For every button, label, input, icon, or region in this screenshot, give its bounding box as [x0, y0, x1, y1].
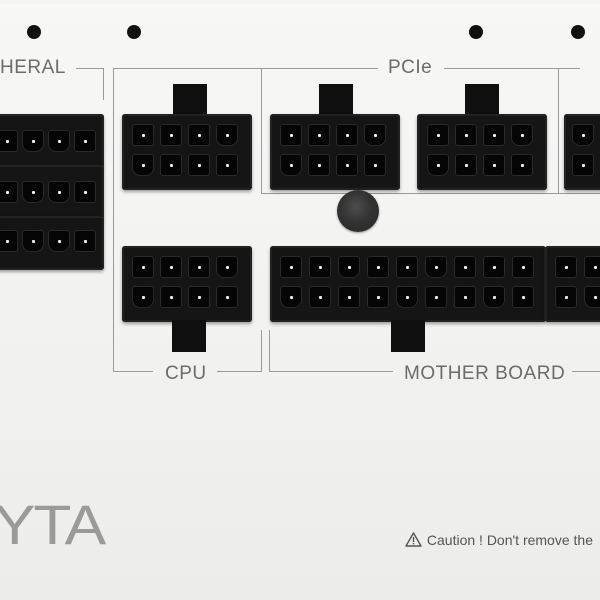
pcie-label: PCIe — [388, 57, 433, 78]
connector-latch — [391, 320, 425, 352]
motherboard-connector-extension — [545, 246, 600, 322]
mounting-hole — [469, 25, 483, 39]
cpu-label: CPU — [165, 363, 207, 384]
cpu-connector-bottom — [122, 246, 252, 322]
guide-line — [113, 68, 114, 371]
guide-line — [558, 68, 559, 193]
motherboard-connector — [270, 246, 546, 322]
peripheral-label: HERAL — [0, 57, 66, 78]
connector-latch — [465, 84, 499, 116]
pcie-connector — [417, 114, 547, 190]
peripheral-connector — [0, 165, 104, 219]
guide-line — [217, 371, 262, 372]
connector-latch — [172, 320, 206, 352]
caution-notice: Caution ! Don't remove the — [405, 532, 593, 550]
brand-logo: YTA — [0, 494, 109, 554]
guide-line — [269, 371, 393, 372]
caution-text: Caution ! Don't remove the — [426, 532, 593, 548]
guide-line — [269, 330, 270, 371]
brand-logo-text: YTA — [0, 494, 107, 554]
cpu-connector-top — [122, 114, 252, 190]
guide-line — [113, 371, 153, 372]
peripheral-connector — [0, 114, 104, 168]
guide-line — [444, 68, 580, 69]
guide-line — [113, 68, 378, 69]
pcie-connector — [270, 114, 400, 190]
connector-latch — [319, 84, 353, 116]
guide-line — [261, 330, 262, 371]
mounting-hole — [127, 25, 141, 39]
guide-line — [572, 371, 600, 372]
sata-connector — [564, 114, 600, 190]
connector-latch — [173, 84, 207, 116]
guide-line — [261, 193, 600, 194]
guide-line — [76, 68, 104, 69]
mounting-screw — [337, 190, 379, 232]
guide-line — [261, 68, 262, 193]
motherboard-label: MOTHER BOARD — [404, 363, 566, 384]
mounting-hole — [571, 25, 585, 39]
warning-triangle-icon — [405, 532, 423, 550]
guide-line — [103, 68, 104, 100]
mounting-hole — [27, 25, 41, 39]
peripheral-connector — [0, 216, 104, 270]
